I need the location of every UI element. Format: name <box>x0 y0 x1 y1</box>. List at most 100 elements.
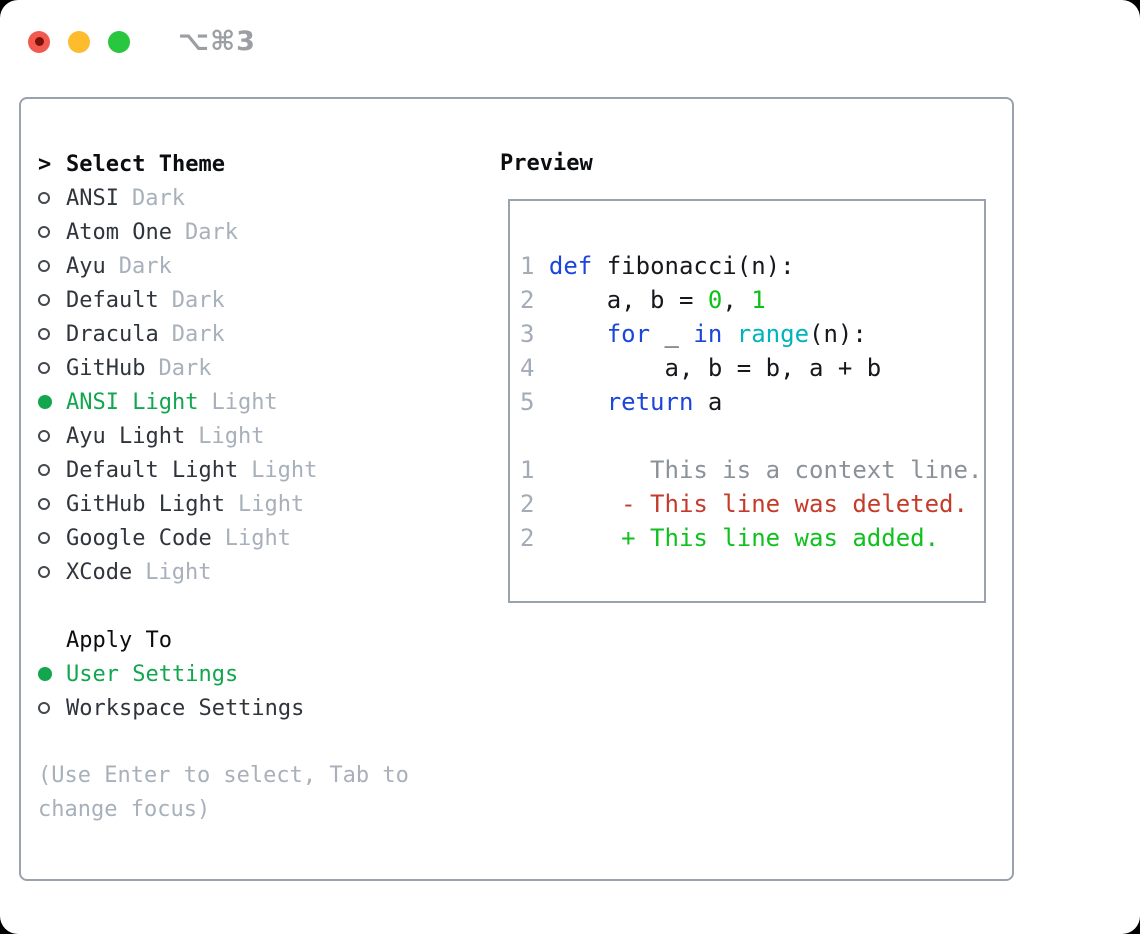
theme-variant-label: Light <box>237 491 305 517</box>
prompt-icon: > <box>38 151 52 177</box>
theme-name: Ayu <box>66 253 106 279</box>
theme-variant-label: Light <box>224 525 291 551</box>
radio-unselected-icon <box>38 464 50 476</box>
theme-variant-label: Light <box>198 423 265 449</box>
code-segment: 1 <box>751 286 766 314</box>
window-title-shortcut: ⌥⌘3 <box>178 26 256 57</box>
spacer <box>38 725 500 759</box>
spacer <box>38 589 500 623</box>
radio-unselected-icon <box>38 226 50 238</box>
theme-variant-label: Dark <box>118 253 172 279</box>
theme-name: ANSI <box>66 185 119 211</box>
line-number: 2 <box>520 524 549 552</box>
code-segment: in <box>693 320 723 348</box>
theme-variant-label: Dark <box>171 321 225 347</box>
close-dot-icon <box>34 37 44 46</box>
theme-option-ansi[interactable]: ANSI Dark <box>38 181 500 215</box>
theme-name: Atom One <box>66 219 172 245</box>
radio-unselected-icon <box>38 498 50 510</box>
theme-variant-label: Light <box>251 457 318 483</box>
preview-title: Preview <box>500 151 593 176</box>
theme-name: ANSI Light <box>66 389 199 415</box>
code-line: 1 This is a context line. <box>520 453 984 487</box>
theme-variant-label: Dark <box>158 355 212 381</box>
hint-text: (Use Enter to select, Tab to change focu… <box>38 763 409 822</box>
theme-name: Google Code <box>66 525 212 551</box>
theme-option-default-light[interactable]: Default Light Light <box>38 453 500 487</box>
radio-marker <box>38 498 66 510</box>
code-line: 2 a, b = 0, 1 <box>520 283 984 317</box>
radio-marker <box>38 328 66 340</box>
code-segment: a, b = <box>548 286 708 314</box>
theme-variant-label: Dark <box>131 185 185 211</box>
radio-marker <box>38 464 66 476</box>
theme-variant-label: Light <box>211 389 278 415</box>
apply-to-title: Apply To <box>66 627 172 653</box>
titlebar: ⌥⌘3 <box>28 26 256 57</box>
code-segment: range <box>736 320 810 348</box>
apply-option-label: User Settings <box>66 661 239 687</box>
radio-marker <box>38 362 66 374</box>
radio-unselected-icon <box>38 328 50 340</box>
line-number: 2 <box>520 490 549 518</box>
code-segment: (n): <box>809 320 867 348</box>
line-number: 1 <box>520 252 549 280</box>
code-segment: - This line was deleted. <box>548 490 968 518</box>
apply-option-user-settings[interactable]: User Settings <box>38 657 500 691</box>
code-line <box>520 419 984 453</box>
minimize-button[interactable] <box>68 30 90 53</box>
radio-marker <box>38 566 66 578</box>
radio-unselected-icon <box>38 294 50 306</box>
code-segment: _ <box>650 320 694 348</box>
code-line: 3 for _ in range(n): <box>520 317 984 351</box>
apply-to-header: Apply To <box>38 623 500 657</box>
line-number: 1 <box>520 456 549 484</box>
radio-marker <box>38 667 66 681</box>
code-segment: a, b = b, a + b <box>548 354 882 382</box>
close-button[interactable] <box>28 30 50 53</box>
code-segment: + This line was added. <box>548 524 940 552</box>
theme-name: GitHub <box>66 355 146 381</box>
radio-selected-icon <box>38 395 52 409</box>
theme-variant-label: Light <box>145 559 212 585</box>
code-line: 4 a, b = b, a + b <box>520 351 984 385</box>
code-segment: for <box>606 320 651 348</box>
apply-option-label: Workspace Settings <box>66 695 305 721</box>
radio-marker <box>38 192 66 204</box>
theme-option-github[interactable]: GitHub Dark <box>38 351 500 385</box>
radio-unselected-icon <box>38 702 50 714</box>
theme-option-ayu[interactable]: Ayu Dark <box>38 249 500 283</box>
theme-variant-label: Dark <box>184 219 238 245</box>
code-segment: This is a context line. <box>548 456 983 484</box>
theme-option-ansi-light[interactable]: ANSI Light Light <box>38 385 500 419</box>
radio-unselected-icon <box>38 260 50 272</box>
code-segment: 0 <box>707 286 723 314</box>
line-number: 2 <box>520 286 549 314</box>
code-segment: , <box>722 286 752 314</box>
theme-option-xcode[interactable]: XCode Light <box>38 555 500 589</box>
theme-name: Default Light <box>66 457 239 483</box>
radio-unselected-icon <box>38 532 50 544</box>
theme-name: XCode <box>66 559 133 585</box>
code-segment: def <box>548 252 593 280</box>
code-line: 2 - This line was deleted. <box>520 487 984 521</box>
radio-unselected-icon <box>38 430 50 442</box>
select-theme-title: Select Theme <box>66 151 225 177</box>
zoom-button[interactable] <box>108 30 130 53</box>
theme-variant-label: Dark <box>171 287 225 313</box>
apply-option-workspace-settings[interactable]: Workspace Settings <box>38 691 500 725</box>
code-segment <box>549 320 607 348</box>
code-segment <box>722 320 736 348</box>
theme-option-google-code[interactable]: Google Code Light <box>38 521 500 555</box>
theme-option-atom-one[interactable]: Atom One Dark <box>38 215 500 249</box>
